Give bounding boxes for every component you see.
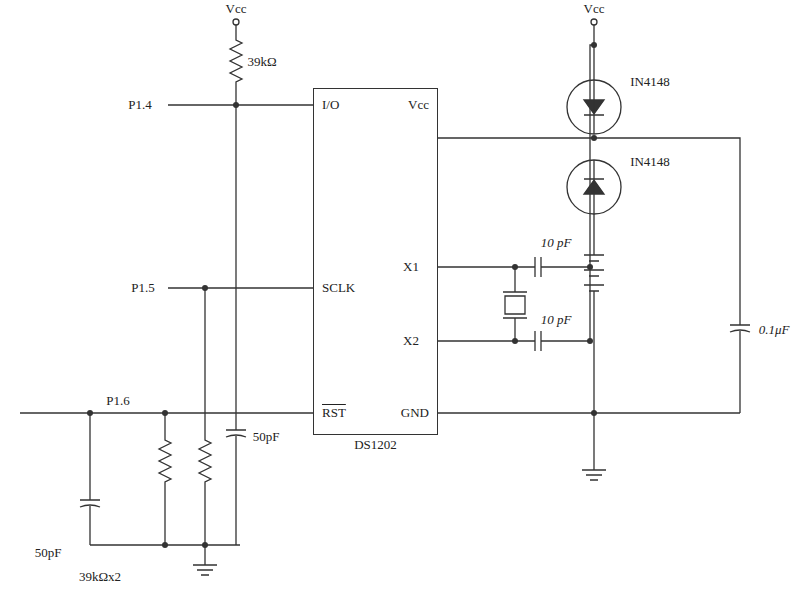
vcc-terminal [233, 19, 239, 25]
capacitor-value: 50pF [251, 430, 282, 444]
pin-name: X1 [403, 260, 419, 274]
capacitor-value: 0.1μF [757, 323, 792, 337]
diode-symbol [567, 80, 621, 134]
port-pin: P1.4 [126, 98, 153, 112]
gnd-wire [438, 412, 740, 413]
x2-wire [438, 331, 590, 351]
pin-name: I/O [322, 98, 339, 112]
vcc-terminal [591, 19, 597, 25]
pin-name: SCLK [322, 281, 355, 295]
sclk-wire [168, 287, 313, 288]
io-cap-wire [235, 105, 236, 430]
power-label: Vcc [224, 2, 249, 16]
ground-symbol [582, 470, 606, 480]
diode-symbol [567, 160, 621, 214]
ground-symbol [193, 545, 217, 575]
ic-chip: I/OSCLKRSTVccX1X2GNDDS1202 [313, 88, 438, 435]
resistor-value: 39kΩ [245, 55, 278, 69]
resistor-value: 39kΩx2 [77, 570, 123, 584]
capacitor-value: 10 pF [539, 313, 574, 327]
capacitor-symbol [80, 413, 100, 545]
capacitor-value: 10 pF [539, 236, 574, 250]
x1-wire [438, 257, 590, 277]
resistor-symbol [159, 413, 171, 545]
pin-name: X2 [403, 334, 419, 348]
part-name: DS1202 [354, 438, 397, 452]
pin-name: Vcc [408, 98, 429, 112]
resistor-symbol [230, 25, 242, 105]
io-wire [168, 104, 313, 105]
diode-part: IN4148 [628, 75, 672, 89]
capacitor-symbol [226, 430, 246, 545]
power-label: Vcc [582, 2, 607, 16]
battery-symbol [584, 214, 604, 470]
resistor-symbol [199, 288, 211, 545]
pin-name: RST [322, 406, 346, 420]
port-pin: P1.6 [104, 394, 131, 408]
crystal-symbol [503, 267, 527, 341]
junction-dots [87, 42, 597, 548]
pin-name: GND [401, 406, 429, 420]
port-pin: P1.5 [129, 281, 156, 295]
capacitor-value: 50pF [33, 546, 64, 560]
diode-part: IN4148 [628, 155, 672, 169]
